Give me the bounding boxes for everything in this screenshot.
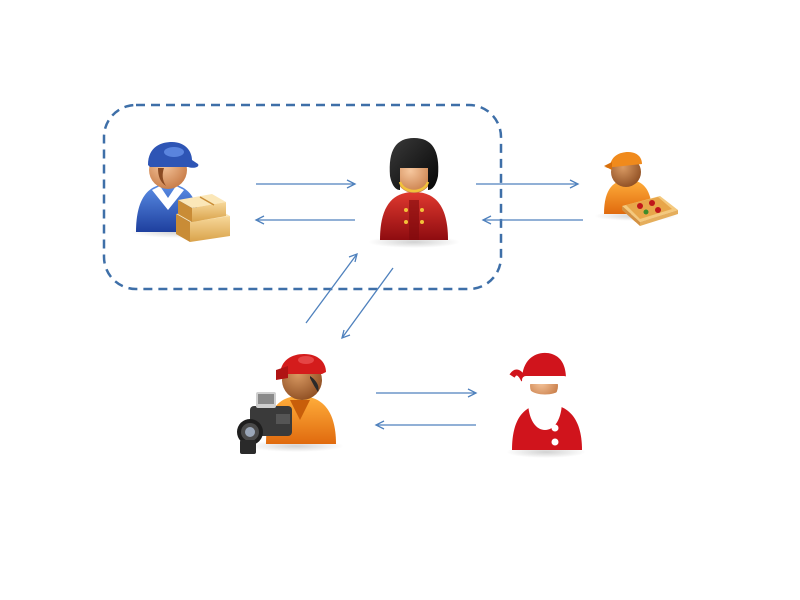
group-box [102,103,503,291]
arrow-guard-to-courier [254,215,355,225]
royal-guard-icon [368,138,460,248]
arrow-guard-to-pizza [476,179,580,189]
arrow-guard-to-photographer [341,267,394,340]
arrow-pizza-to-guard [481,215,583,225]
arrows [254,179,583,430]
arrow-photographer-to-guard [305,252,358,324]
pizza-delivery-person-icon [594,152,678,226]
santa-claus-icon [506,352,586,458]
arrow-santa-to-photographer [374,420,476,430]
photographer-with-camera-icon [237,354,344,454]
arrow-courier-to-guard [256,179,357,189]
delivery-person-with-boxes-icon [130,142,230,242]
arrow-photographer-to-santa [376,388,478,398]
